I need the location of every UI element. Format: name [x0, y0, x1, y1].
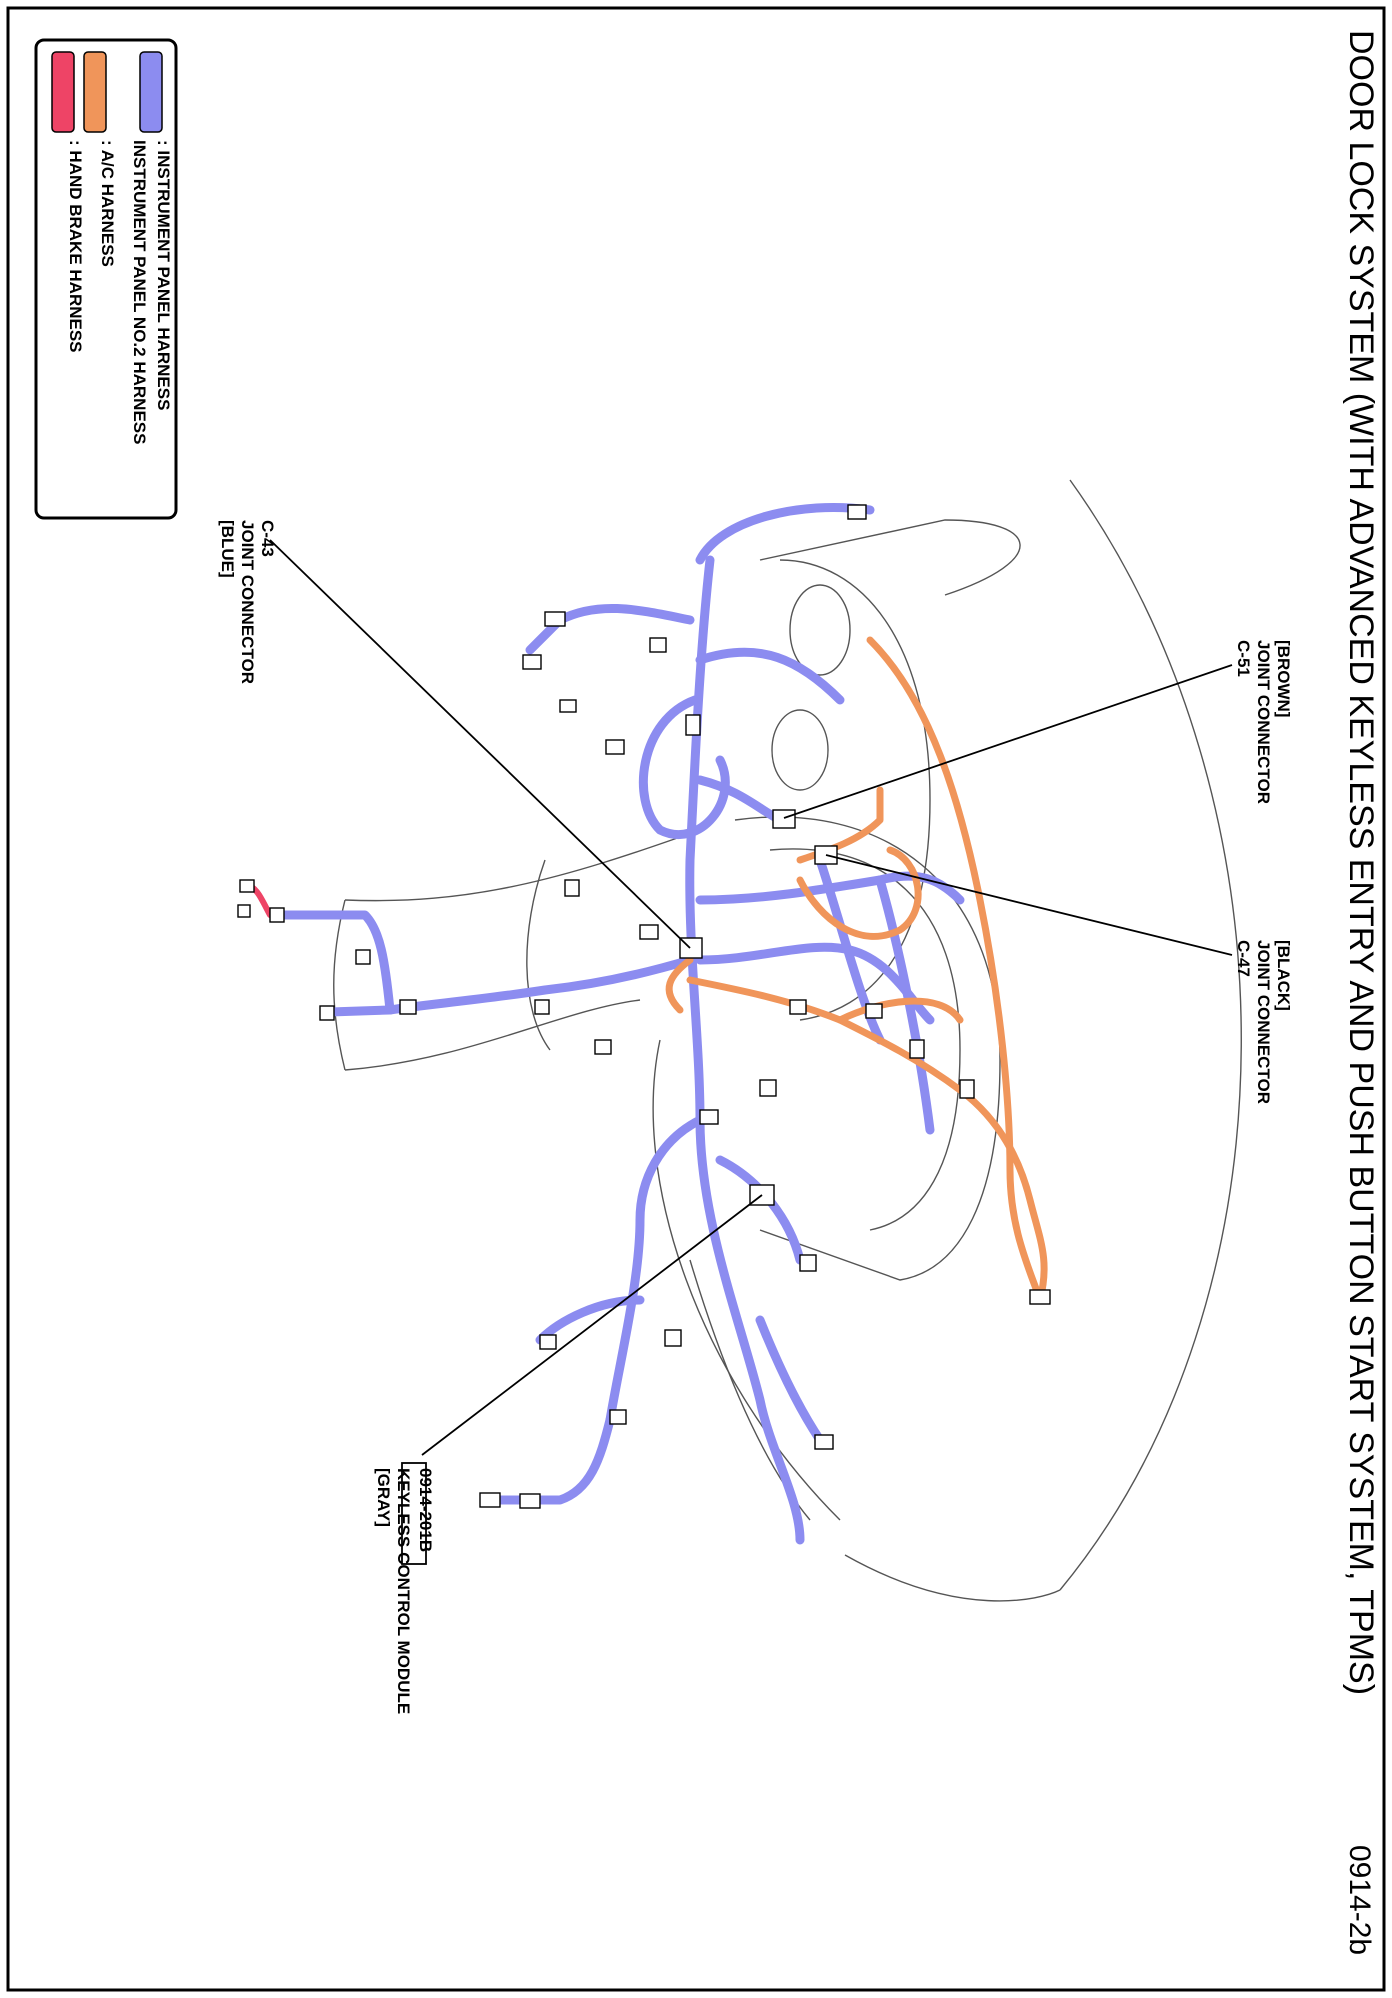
connector: [319, 1005, 335, 1021]
connector: [609, 1409, 627, 1425]
page-frame: [6, 6, 1386, 1992]
callout-c51: [BROWN] JOINT CONNECTOR C-51: [1234, 640, 1293, 804]
connector: [639, 924, 659, 940]
callout-keyless-ref: 0914-201B: [416, 1468, 435, 1552]
ip-harness-glove-branch: [535, 1295, 645, 1345]
ip-harness-upper-branch: [695, 503, 875, 565]
connector: [799, 1254, 817, 1272]
steering-column-bottom: [344, 999, 641, 1071]
connector: [847, 504, 867, 520]
dash-top-curve: [759, 519, 1021, 596]
connector: [237, 904, 251, 918]
legend-swatch-hand-brake: [51, 51, 75, 133]
leader-c43: [269, 539, 691, 949]
connector: [814, 1434, 834, 1450]
steering-column-top: [344, 829, 701, 902]
legend-label-instrument-panel-no2: INSTRUMENT PANEL NO.2 HARNESS: [130, 140, 149, 444]
connectors: [237, 504, 1051, 1509]
connector: [664, 1329, 682, 1347]
ac-harness-main: [686, 976, 1048, 1304]
callout-c43-line3: [BLUE]: [218, 520, 237, 578]
ip-harness-keyless-branch: [715, 1155, 805, 1265]
steering-column-end: [333, 899, 346, 1071]
callout-keyless-ref-box: [401, 1462, 427, 1565]
connector: [594, 1039, 612, 1055]
ip-harness-bottom-end: [495, 1415, 615, 1505]
connector: [539, 1334, 557, 1350]
connector: [399, 999, 417, 1015]
ip-harness-cluster-loop: [638, 695, 730, 840]
callout-c47-line2: JOINT CONNECTOR: [1254, 940, 1273, 1104]
connector: [1029, 1289, 1051, 1305]
connector: [699, 1109, 719, 1125]
ac-harness-column-loop: [665, 956, 694, 1014]
connector: [519, 1493, 541, 1509]
connector: [685, 714, 701, 736]
page-title: DOOR LOCK SYSTEM (WITH ADVANCED KEYLESS …: [1342, 30, 1380, 1695]
ip-harness-lower-right: [755, 1315, 825, 1445]
callout-c43-line2: JOINT CONNECTOR: [238, 520, 257, 684]
callout-c47: [BLACK] JOINT CONNECTOR C-47: [1234, 940, 1293, 1104]
center-console-inner: [769, 848, 961, 1231]
ip-harness-cluster-branch: [695, 647, 845, 705]
callout-keyless-control-module: 0914-201B KEYLESS CONTROL MODULE [GRAY]: [374, 1462, 435, 1714]
ip-harness-lower: [605, 1115, 705, 1425]
callout-c51-line1: [BROWN]: [1274, 640, 1293, 717]
ip-harness-column-drop: [275, 910, 395, 1015]
callout-c43-line1: C-43: [258, 520, 277, 557]
ip-harness-c47-branch: [815, 855, 885, 1045]
connector: [865, 1003, 883, 1019]
connector: [239, 879, 255, 893]
callout-c43: C-43 JOINT CONNECTOR [BLUE]: [218, 520, 277, 684]
ip-harness-trunk: [685, 555, 805, 1545]
connector: [649, 637, 667, 653]
callout-c51-line3: C-51: [1234, 640, 1253, 677]
callout-keyless-line1: KEYLESS CONTROL MODULE: [394, 1468, 413, 1714]
ac-harness-right-run: [866, 636, 1044, 1304]
ac-harness-up: [796, 786, 884, 864]
legend-box: [34, 38, 178, 520]
connector: [909, 1039, 925, 1059]
connector: [544, 611, 566, 627]
gauge-right: [771, 709, 829, 791]
connector: [605, 739, 625, 755]
legend-swatch-ac: [83, 51, 107, 133]
connector: [534, 999, 550, 1015]
legend-label-hand-brake: : HAND BRAKE HARNESS: [66, 140, 85, 353]
leader-c47: [825, 854, 1233, 956]
connector: [355, 949, 371, 965]
connector: [479, 1492, 501, 1508]
column-cover: [526, 859, 551, 1051]
connector: [789, 999, 807, 1015]
callout-c51-line2: JOINT CONNECTOR: [1254, 640, 1273, 804]
dash-lower-curve: [652, 1039, 841, 1521]
dash-outer-curve: [1059, 479, 1242, 1591]
connector: [522, 654, 542, 670]
connector: [759, 1079, 777, 1097]
dash-base-curve: [844, 1554, 1061, 1602]
gauge-left: [789, 584, 851, 676]
instrument-panel-harness: [275, 503, 965, 1545]
leader-keyless: [421, 1194, 763, 1456]
leader-lines: [269, 539, 1233, 1456]
connector-c51: [772, 809, 796, 829]
callout-keyless-line2: [GRAY]: [374, 1468, 393, 1527]
ac-harness-loop: [796, 846, 922, 940]
ac-harness-console: [836, 997, 964, 1024]
legend-label-instrument-panel: : INSTRUMENT PANEL HARNESS: [154, 140, 173, 410]
legend-label-ac: : A/C HARNESS: [98, 140, 117, 267]
connector: [564, 879, 580, 897]
connector: [959, 1079, 975, 1099]
harness-legend: : INSTRUMENT PANEL HARNESS INSTRUMENT PA…: [34, 38, 178, 520]
callout-c47-line3: C-47: [1234, 940, 1253, 977]
page-code: 0914-2b: [1343, 1845, 1376, 1955]
leader-c51: [783, 664, 1233, 819]
legend-swatch-instrument-panel: [139, 51, 163, 133]
connector: [269, 907, 285, 923]
ip-harness-column: [325, 955, 695, 1017]
callout-c47-line1: [BLACK]: [1274, 940, 1293, 1011]
instrument-panel-outline: [333, 479, 1242, 1602]
connector: [559, 699, 577, 713]
